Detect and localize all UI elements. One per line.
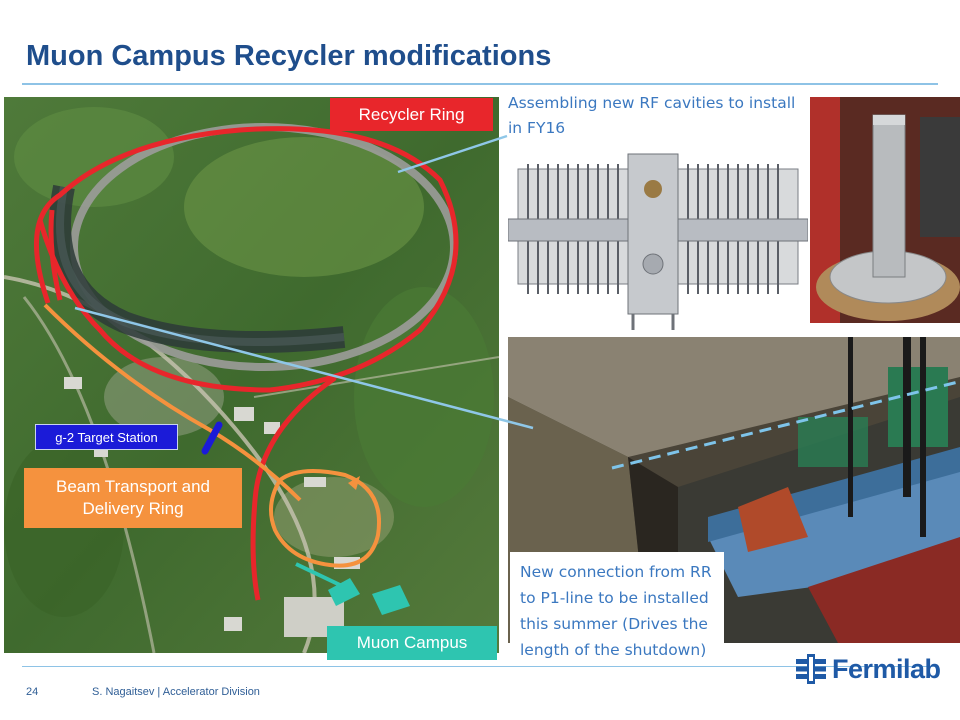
page-number: 24 bbox=[26, 686, 39, 698]
beam-transport-label-line2: Delivery Ring bbox=[82, 499, 184, 518]
muon-campus-label: Muon Campus bbox=[327, 626, 497, 660]
rf-cavity-drawing bbox=[508, 134, 808, 330]
recycler-ring-label: Recycler Ring bbox=[330, 98, 493, 131]
fermilab-logo-mark-icon bbox=[796, 654, 826, 684]
rf-assembly-photo bbox=[810, 97, 960, 323]
g2-target-station-label: g-2 Target Station bbox=[35, 424, 178, 450]
footer-rule bbox=[22, 666, 938, 667]
beam-transport-label: Beam Transport and Delivery Ring bbox=[24, 468, 242, 528]
new-connection-caption: New connection from RR to P1-line to be … bbox=[510, 552, 724, 690]
footer-credit: S. Nagaitsev | Accelerator Division bbox=[92, 686, 260, 698]
fermilab-logo-text: Fermilab bbox=[832, 653, 941, 684]
slide-title: Muon Campus Recycler modifications bbox=[26, 40, 552, 72]
fermilab-logo: Fermilab bbox=[796, 652, 941, 686]
beam-transport-label-line1: Beam Transport and bbox=[55, 477, 211, 496]
title-rule bbox=[22, 83, 938, 85]
aerial-map-photo bbox=[4, 97, 499, 653]
rf-cavities-caption: Assembling new RF cavities to install in… bbox=[508, 94, 796, 137]
